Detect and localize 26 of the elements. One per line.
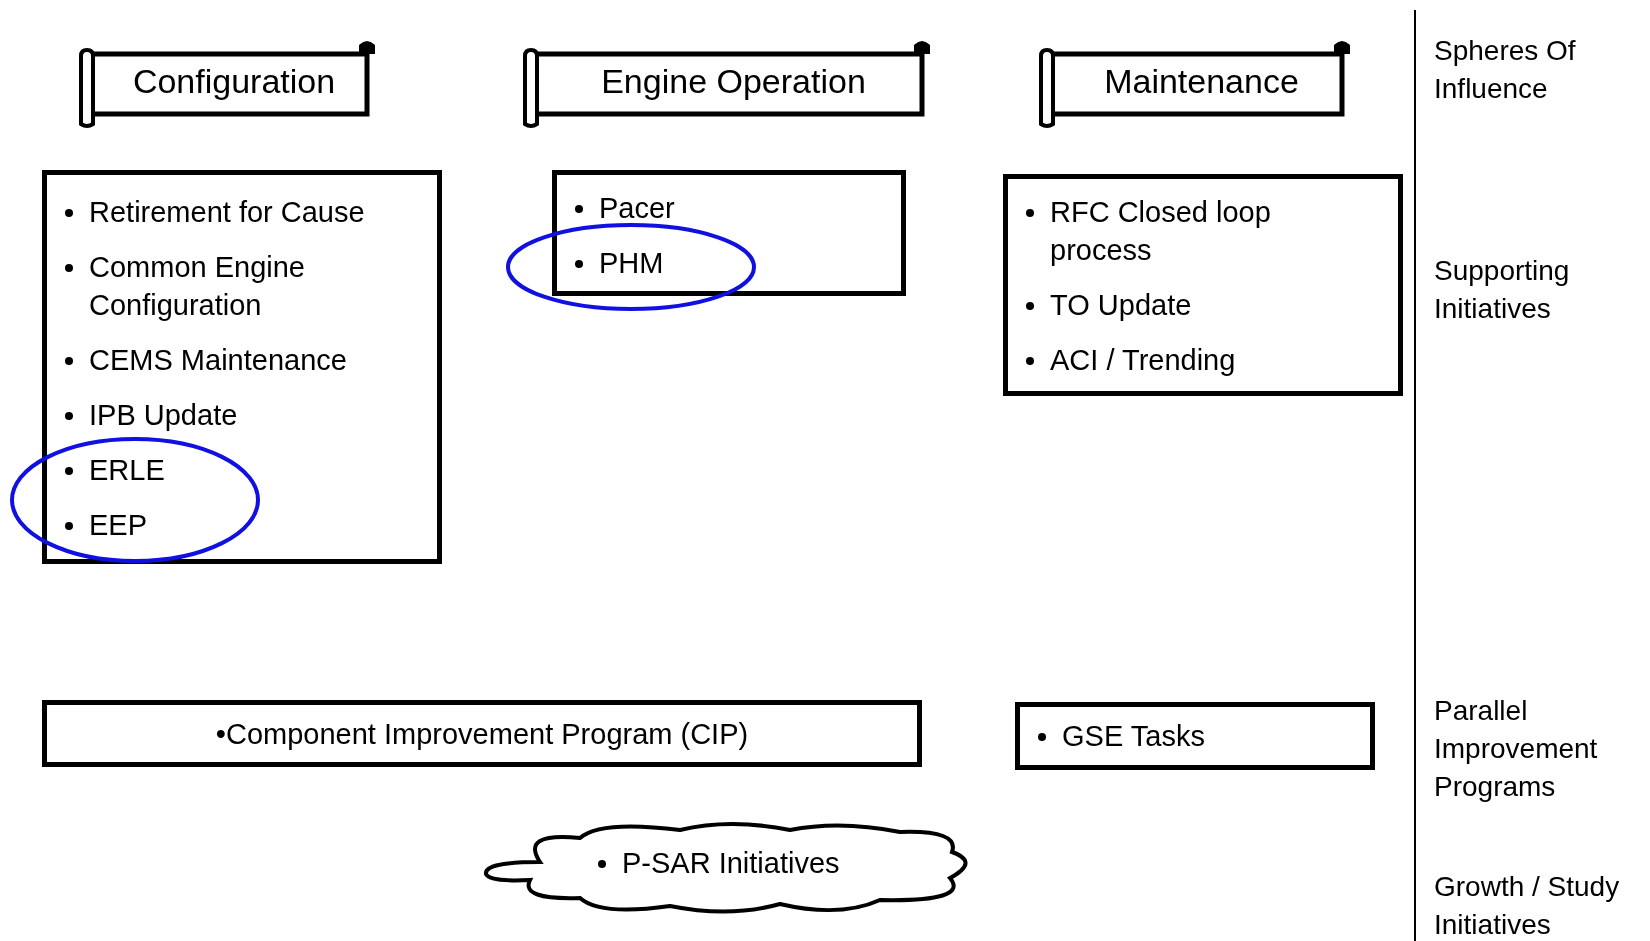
- list-item: PHM: [599, 247, 664, 279]
- bordered-box: [42, 170, 442, 564]
- list-item: ACI / Trending: [1050, 344, 1236, 376]
- list-item: ERLE: [89, 454, 165, 486]
- side-label: Growth / Study Initiatives: [1434, 870, 1621, 941]
- side-label: Supporting Initiatives: [1434, 254, 1571, 326]
- list-item: GSE Tasks: [1062, 720, 1205, 752]
- list-item: Pacer: [599, 192, 675, 224]
- list-item: IPB Update: [89, 399, 238, 431]
- list-item: TO Update: [1050, 289, 1192, 321]
- list-item: RFC Closed loop process: [1050, 196, 1271, 266]
- bordered-box: [42, 700, 922, 767]
- list-item: Common Engine Configuration: [89, 251, 305, 321]
- bordered-box: [1015, 702, 1375, 770]
- heading: Engine Operation: [600, 62, 867, 101]
- bordered-box: [552, 170, 906, 296]
- heading: Configuration: [131, 62, 337, 101]
- side-label: Spheres Of Influence: [1434, 34, 1577, 106]
- side-label: Parallel Improvement Programs: [1434, 694, 1599, 804]
- bordered-box: [1003, 174, 1403, 396]
- heading: Maintenance: [1103, 62, 1300, 101]
- list-item: CEMS Maintenance: [89, 344, 347, 376]
- list-item: P-SAR Initiatives: [622, 847, 840, 879]
- item-text: •Component Improvement Program (CIP): [215, 716, 749, 752]
- list-item: EEP: [89, 509, 148, 541]
- list-item: Retirement for Cause: [89, 196, 365, 228]
